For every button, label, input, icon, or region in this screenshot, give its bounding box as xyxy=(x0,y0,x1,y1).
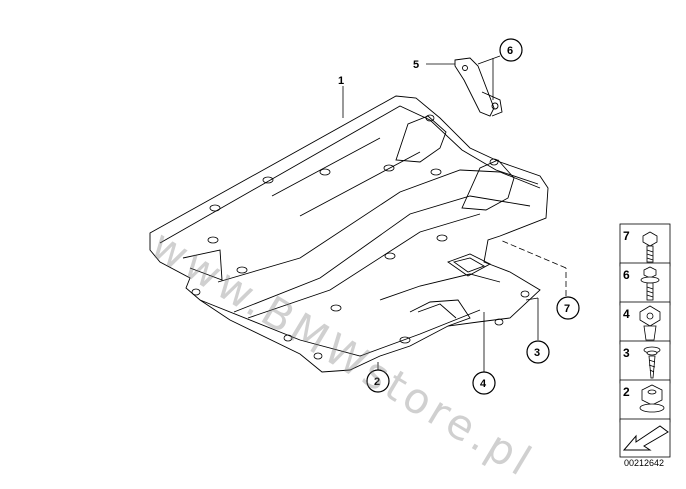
svg-text:2: 2 xyxy=(374,376,380,388)
expanding-clip-icon xyxy=(639,305,661,341)
hex-bolt-icon xyxy=(642,231,658,263)
mounting-holes xyxy=(191,114,530,360)
underbody-shield xyxy=(149,95,549,373)
svg-text:6: 6 xyxy=(507,45,513,57)
callout-4: 4 xyxy=(472,371,496,395)
callout-5: 5 xyxy=(413,59,419,71)
svg-text:7: 7 xyxy=(623,229,630,243)
svg-text:1: 1 xyxy=(338,75,344,87)
svg-text:3: 3 xyxy=(623,346,630,360)
svg-text:3: 3 xyxy=(534,347,540,359)
flange-bolt-icon xyxy=(640,266,660,301)
bracket-part xyxy=(454,57,503,117)
self-tapping-screw-icon xyxy=(643,346,661,379)
svg-text:7: 7 xyxy=(564,303,570,315)
fastener-legend: 7 6 4 3 2 xyxy=(619,223,671,458)
svg-text:6: 6 xyxy=(623,268,630,282)
leader-lines xyxy=(342,55,567,372)
svg-text:5: 5 xyxy=(413,59,419,71)
flange-nut-icon xyxy=(639,384,665,413)
callout-6: 6 xyxy=(499,38,523,62)
svg-text:4: 4 xyxy=(480,378,487,390)
front-direction-arrow-icon xyxy=(622,425,669,451)
callout-1: 1 xyxy=(338,75,344,87)
document-id: 00212642 xyxy=(624,458,665,468)
callout-3: 3 xyxy=(526,340,550,364)
callout-2: 2 xyxy=(366,369,390,393)
svg-text:2: 2 xyxy=(623,385,630,399)
svg-text:4: 4 xyxy=(623,307,630,321)
callout-7: 7 xyxy=(556,296,580,320)
